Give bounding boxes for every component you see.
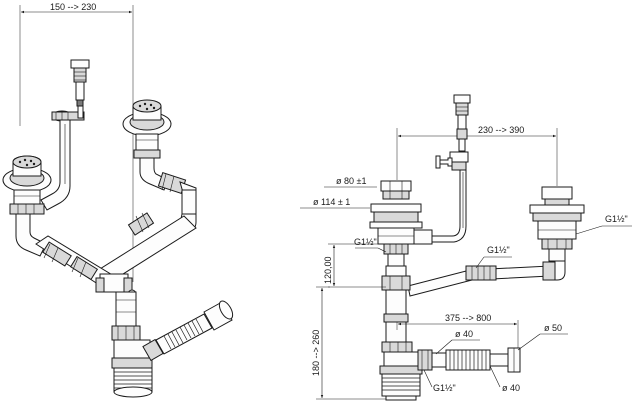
dimension-g-right-label: G1½": [605, 214, 628, 224]
dimension-d40-top-label: ø 40: [455, 329, 473, 339]
bottle-trap-front: [379, 321, 423, 401]
dimension-d40-bottom-label: ø 40: [502, 383, 520, 393]
dimension-g-left-label: G1½": [354, 237, 377, 247]
dimension-w375-label: 375 --> 800: [445, 313, 491, 323]
dimension-g-bottom: G1½": [423, 369, 456, 393]
dimension-h120: 120,00: [323, 243, 386, 288]
dimension-g-bottom-label: G1½": [433, 383, 456, 393]
dimension-g-mid-label: G1½": [487, 245, 510, 255]
dimension-d50-label: ø 50: [544, 323, 562, 333]
horizontal-drain-pipe: [407, 261, 556, 297]
left-strainer-front: [369, 180, 433, 267]
dimension-right-width: 230 --> 390: [396, 125, 558, 186]
dimension-d40-bottom: ø 40: [489, 365, 520, 393]
outlet-hose-iso: [142, 300, 234, 362]
right-strainer-front: [529, 186, 585, 281]
dimension-d114: ø 114 ± 1: [300, 197, 370, 209]
dimension-g-mid: G1½": [475, 245, 512, 269]
dimension-h180-label: 180 --> 260: [311, 330, 321, 376]
isometric-view: 230 --> 150 --> 230: [2, 2, 234, 398]
overflow-fitting: [435, 94, 471, 171]
dimension-h120-label: 120,00: [323, 256, 333, 284]
dimension-d80: ø 80 ±1: [324, 176, 377, 188]
overflow-assembly: [51, 59, 90, 122]
dimension-g-left: G1½": [354, 237, 387, 253]
outlet-hose-front: [417, 347, 521, 373]
right-strainer: [122, 99, 172, 159]
dimension-w375: 375 --> 800: [396, 313, 519, 348]
dimension-top-width: 150 --> 230: [19, 2, 134, 282]
left-strainer: [2, 155, 52, 215]
bottle-trap: [95, 273, 153, 398]
dimension-d50: ø 50: [517, 323, 568, 351]
dimension-d80-label: ø 80 ±1: [336, 176, 366, 186]
dimension-d40-top: ø 40: [435, 329, 480, 355]
dimension-right-width-label: 230 --> 390: [478, 125, 524, 135]
dimension-d114-label: ø 114 ± 1: [313, 197, 350, 207]
front-view: 390 --> 230 --> 390 ø 80 ±1: [300, 94, 632, 401]
dimension-top-width-label: 150 --> 230: [50, 2, 96, 12]
dimension-g-right: G1½": [575, 214, 632, 235]
dimension-h180: 180 --> 260: [311, 286, 386, 400]
central-tee: [381, 265, 411, 323]
